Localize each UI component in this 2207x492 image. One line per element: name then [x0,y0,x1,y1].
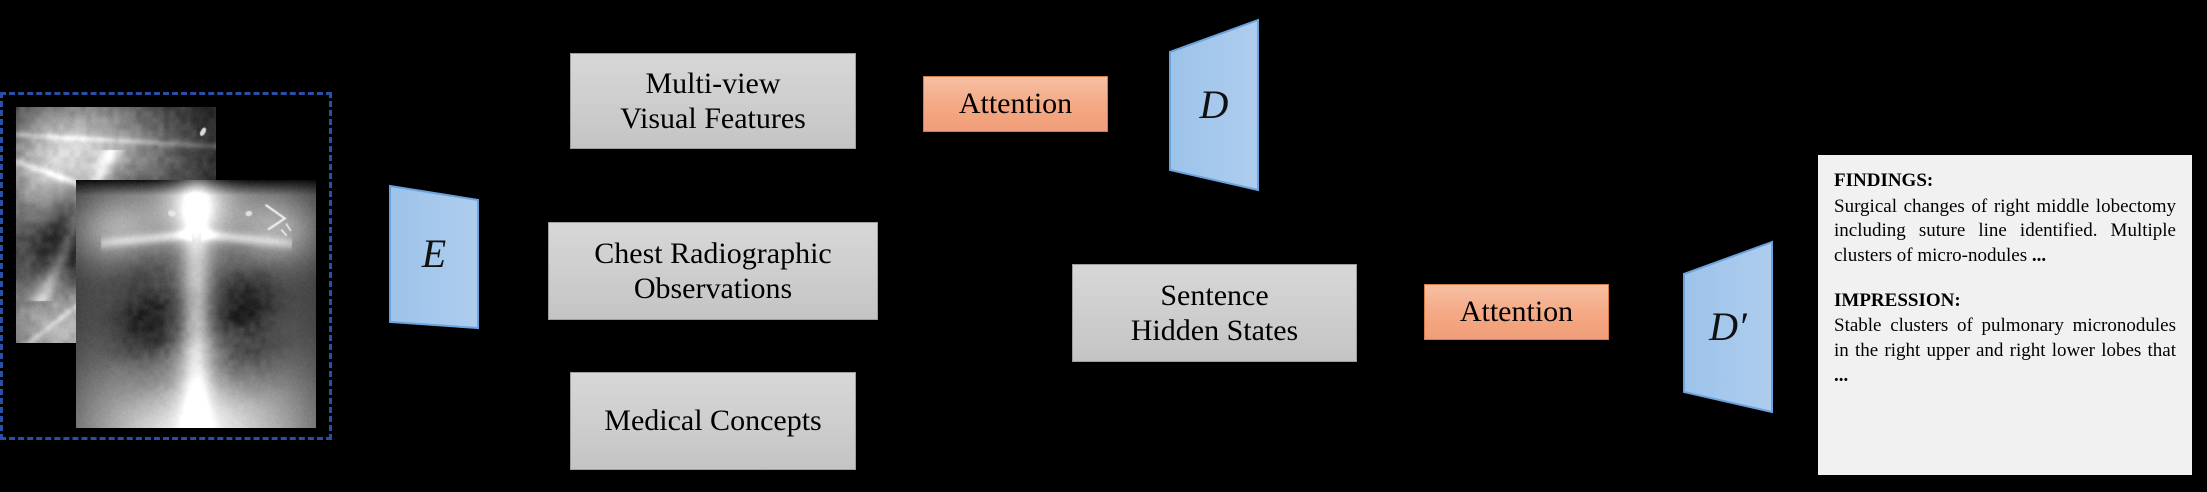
decoder-label: D [1199,82,1229,127]
medical-concepts-line1: Medical Concepts [604,404,822,438]
attention-box-visual[interactable]: Attention [923,76,1108,132]
frontal-chest-xray-image [76,180,316,428]
findings-body: Surgical changes of right middle lobecto… [1834,195,2176,267]
findings-text: Surgical changes of right middle lobecto… [1834,195,2176,269]
impression-ellipsis: ... [1834,364,1849,386]
findings-heading: FINDINGS: [1834,170,1934,191]
sentence-hidden-states-line2: Hidden States [1130,314,1299,347]
encoder-trapezoid-icon [389,184,479,330]
multi-view-visual-features-line2: Visual Features [620,102,806,135]
medical-concepts-box[interactable]: Medical Concepts [570,372,856,470]
findings-ellipsis: ... [2031,245,2047,267]
sentence-hidden-states-box[interactable]: Sentence Hidden States [1072,264,1357,362]
sentence-hidden-states-line1: Sentence [1160,278,1269,312]
report-section-gap [1834,269,2176,289]
impression-heading: IMPRESSION: [1834,289,1961,311]
generated-report-panel: FINDINGS: Surgical changes of right midd… [1818,155,2192,475]
multi-view-visual-features-box[interactable]: Multi-view Visual Features [570,53,856,149]
impression-text: Stable clusters of pulmonary micronodule… [1834,314,2176,388]
multi-view-chest-xray-input [0,92,332,440]
attention-box-sentence-label: Attention [1459,295,1574,328]
chest-radiographic-observations-line1: Chest Radiographic [594,236,832,270]
word-decoder-trapezoid-icon [1683,240,1773,414]
impression-body: Stable clusters of pulmonary micronodule… [1834,315,2176,362]
attention-box-sentence[interactable]: Attention [1424,284,1609,340]
multi-view-visual-features-line1: Multi-view [645,66,781,100]
word-decoder-label: D′ [1709,304,1747,349]
chest-radiographic-observations-box[interactable]: Chest Radiographic Observations [548,222,878,320]
encoder-label: E [421,231,447,276]
chest-radiographic-observations-line2: Observations [633,272,793,305]
encoder-module[interactable]: E [388,178,480,330]
decoder-trapezoid-icon [1169,18,1259,192]
decoder-module[interactable]: D [1168,18,1260,192]
attention-box-visual-label: Attention [958,87,1073,120]
word-decoder-module[interactable]: D′ [1682,240,1774,414]
